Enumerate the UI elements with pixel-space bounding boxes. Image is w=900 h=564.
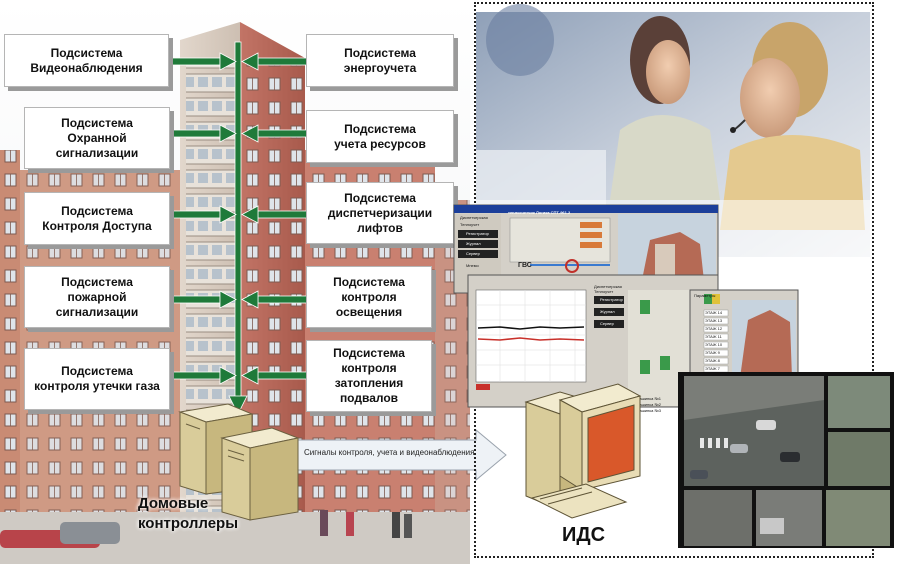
left-arrows [169,52,237,385]
screen1-title: теплосчетчик Логика СПТ-961.2 [508,210,571,215]
subsystem-security-alarm: Подсистема Охранной сигнализации [24,107,170,169]
subsystem-fire-alarm: Подсистема пожарной сигнализации [24,266,170,328]
subsystem-access-control: Подсистема Контроля Доступа [24,192,170,245]
subsystem-video-surveillance: Подсистема Видеонаблюдения [4,34,169,87]
trunk-arrowhead [228,395,248,415]
subsystem-basement-flooding: Подсистема контроля затопления подвалов [306,340,432,412]
screen2-button-journal[interactable]: Журнал [600,309,615,314]
screen2-panel-heat[interactable]: Теплоучет [594,289,614,294]
screen2-button-recorder[interactable]: Регистратор [600,297,623,302]
ids-label: ИДС [562,524,606,546]
screen3-row-1: ЭТАЖ 13 [705,318,723,323]
screen3-row-2: ЭТАЖ 12 [705,326,723,331]
subsystem-lighting-control: Подсистема контроля освещения [306,266,432,328]
screen3-row-0: ЭТАЖ 14 [705,310,723,315]
screen3-machine-3: Машинка №3 [636,408,661,413]
screen1-button-recorder[interactable]: Регистратор [466,231,489,236]
screen3-row-7: ЭТАЖ 7 [705,366,720,371]
screen1-menu-heat[interactable]: Теплоучет [460,222,480,227]
controllers-label: Домовые контроллеры [138,495,239,532]
screen3-row-3: ЭТАЖ 11 [705,334,722,339]
right-arrows [241,52,309,385]
screen1-button-server[interactable]: Сервер [466,251,480,256]
screen3-row-5: ЭТАЖ 9 [705,350,720,355]
screen3-title: Параметры [694,293,716,298]
screen1-menu-dispatcher[interactable]: Диспетчерская [460,215,488,220]
screen3-row-6: ЭТАЖ 8 [705,358,720,363]
signal-flow-label: Сигналы контроля, учета и видеонаблюдени… [304,448,475,457]
screen1-button-journal[interactable]: Журнал [466,241,481,246]
subsystem-elevator-dispatch: Подсистема диспетчеризации лифтов [306,182,454,244]
screen1-gvs-label: ГВС [518,262,532,269]
screen2-panel-dispatcher[interactable]: Диспетчерская [594,284,622,289]
screen3-machine-2: Машинка №2 [636,402,661,407]
subsystem-energy-metering: Подсистема энергоучета [306,34,454,87]
screen2-button-server[interactable]: Сервер [600,321,614,326]
screen3-machine-1: Машинка №1 [636,396,661,401]
signal-flow-arrow [295,428,507,482]
screen3-row-4: ЭТАЖ 10 [705,342,723,347]
screen1-button-mnemo[interactable]: Мнемо [466,263,479,268]
subsystem-resource-metering: Подсистема учета ресурсов [306,110,454,163]
subsystem-gas-leak: Подсистема контроля утечки газа [24,348,170,410]
